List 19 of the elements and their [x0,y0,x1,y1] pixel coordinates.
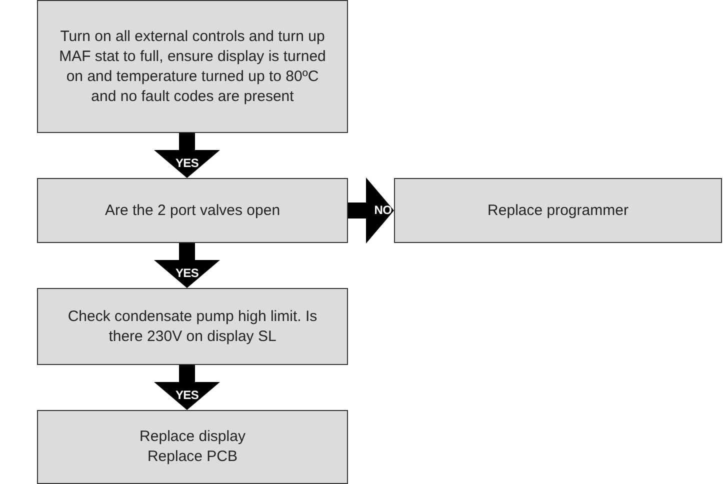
arrow [154,365,220,410]
edge-label: YES [174,266,200,280]
box-text: Turn on all external controls and turn up MAF stat to full, ensure display is turned on and temperature turned up to 80ºC and no fault codes are present [58,26,327,106]
box-text: Check condensate pump high limit. Is there 230V on display SL [66,306,318,346]
box-text: Are the 2 port valves open [104,200,280,220]
arrow [154,133,220,178]
box-text: Replace PCB [147,447,238,467]
arrow [348,178,394,244]
process-box [37,410,348,484]
process-box [37,178,348,243]
arrow [154,243,220,288]
process-box [37,288,348,365]
box-text: Replace programmer [488,200,628,220]
edge-label: NO [373,202,393,216]
process-box [37,0,348,133]
edge-label: YES [174,388,200,402]
process-box [394,178,722,243]
box-text: Replace display [140,427,246,447]
edge-label: YES [174,156,200,170]
